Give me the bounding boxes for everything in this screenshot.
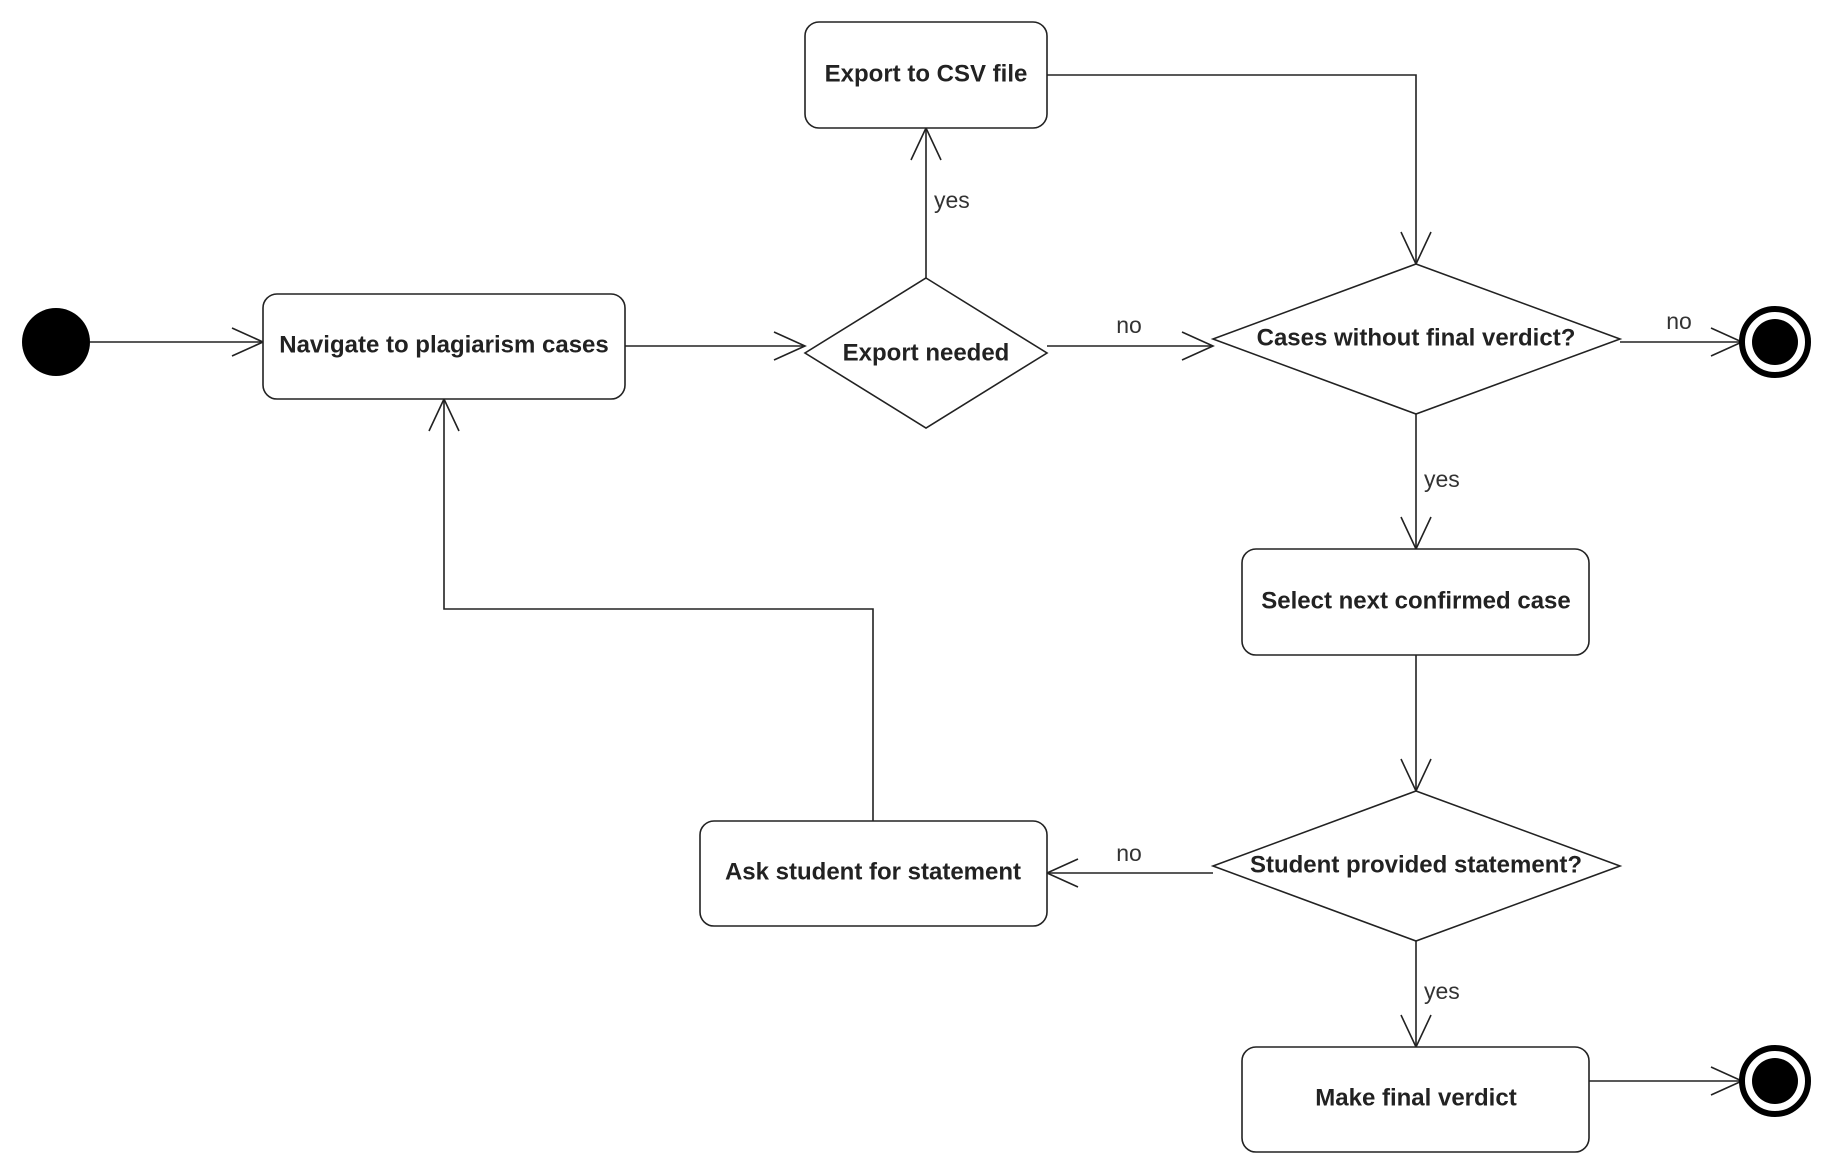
node-export-csv-label: Export to CSV file [825,60,1028,87]
end-node-1 [1739,306,1811,378]
decision-export-needed-label: Export needed [843,339,1010,366]
node-make-verdict-label: Make final verdict [1315,1084,1516,1111]
edge-label-statement-yes: yes [1424,978,1460,1004]
decision-student-statement: Student provided statement? [1210,790,1623,942]
node-export-csv: Export to CSV file [804,21,1048,129]
edge-ask-navigate [443,399,874,821]
edge-label-cases-no: no [1666,308,1692,334]
edge-csv-cases [1047,74,1417,264]
node-ask-student-label: Ask student for statement [725,858,1021,885]
end-node-2 [1739,1045,1811,1117]
edge-label-cases-yes: yes [1424,466,1460,492]
node-make-verdict: Make final verdict [1241,1046,1590,1153]
decision-export-needed: Export needed [803,277,1049,429]
decision-student-statement-label: Student provided statement? [1250,851,1582,878]
edge-label-statement-no: no [1116,840,1142,866]
decision-cases-without-verdict-label: Cases without final verdict? [1257,324,1576,351]
node-navigate-label: Navigate to plagiarism cases [279,331,608,358]
edge-label-export-no: no [1116,312,1142,338]
start-node [22,308,90,376]
arrowhead-export-needed-cases [1181,331,1215,361]
edge-label-export-yes: yes [934,187,970,213]
node-navigate: Navigate to plagiarism cases [262,293,626,400]
node-select-next-label: Select next confirmed case [1261,587,1570,614]
node-ask-student: Ask student for statement [699,820,1048,927]
node-select-next: Select next confirmed case [1241,548,1590,656]
decision-cases-without-verdict: Cases without final verdict? [1210,263,1623,415]
arrowhead-navigate-export-needed [773,331,807,361]
